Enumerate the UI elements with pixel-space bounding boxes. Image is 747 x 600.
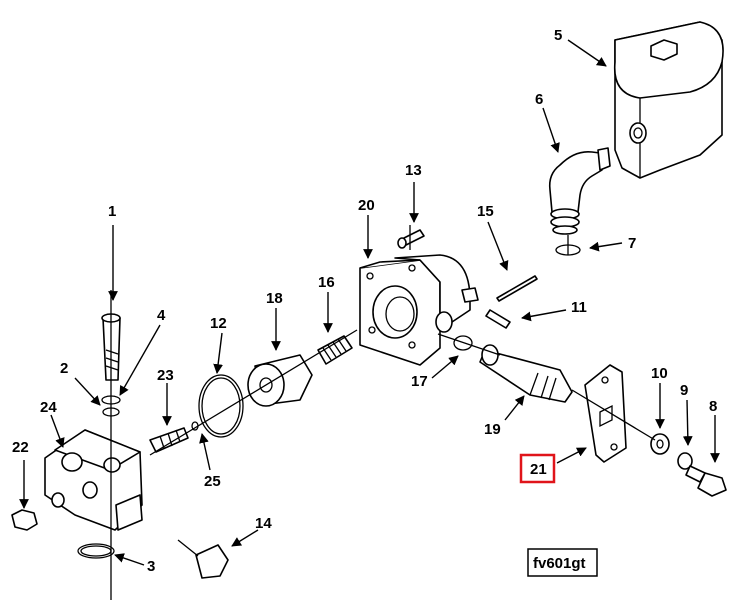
callout-6: 6 (535, 91, 543, 108)
plug (177, 539, 229, 579)
callout-25: 25 (204, 473, 221, 490)
callout-14: 14 (255, 515, 272, 532)
callout-23: 23 (157, 367, 174, 384)
flat-washer (650, 433, 670, 455)
lock-washer (677, 452, 693, 470)
callout-24: 24 (40, 399, 57, 416)
callout-3: 3 (147, 558, 155, 575)
callout-11: 11 (571, 299, 587, 316)
callout-labels: 1 2 3 4 5 6 7 8 9 10 11 12 13 14 15 16 1… (12, 27, 717, 575)
highlighted-callout[interactable]: 21 (519, 453, 556, 484)
mounting-block (44, 429, 143, 531)
elbow-fitting (548, 147, 611, 235)
o-ring-3 (77, 543, 115, 559)
spring (317, 335, 353, 365)
callout-9: 9 (680, 382, 688, 399)
assembly-axis (149, 329, 358, 456)
seal-ring (453, 335, 473, 351)
callout-20: 20 (358, 197, 375, 214)
hex-nut (11, 509, 38, 531)
callout-1: 1 (108, 203, 116, 220)
callout-12: 12 (210, 315, 227, 332)
spool (479, 344, 573, 403)
callout-2: 2 (60, 360, 68, 377)
hex-bolt (685, 465, 727, 497)
drawing-code-box: fv601gt (527, 548, 598, 577)
check-valve (149, 421, 199, 453)
callout-22: 22 (12, 439, 29, 456)
callout-5: 5 (554, 27, 562, 44)
bracket-plate (584, 364, 627, 463)
callout-21[interactable]: 21 (530, 461, 547, 478)
callout-16: 16 (318, 274, 335, 291)
solenoid-coil (613, 21, 724, 179)
callout-17: 17 (411, 373, 428, 390)
large-o-ring (198, 374, 244, 438)
drawing-code: fv601gt (533, 555, 586, 572)
small-screw (397, 229, 425, 249)
leader-lines (19, 39, 720, 566)
valve-body (359, 254, 479, 366)
highlight-box (519, 453, 556, 484)
callout-13: 13 (405, 162, 422, 179)
callout-19: 19 (484, 421, 501, 438)
callout-10: 10 (651, 365, 668, 382)
callout-4: 4 (157, 307, 166, 324)
callout-18: 18 (266, 290, 283, 307)
callout-8: 8 (709, 398, 717, 415)
dowel-pin (485, 309, 511, 329)
callout-7: 7 (628, 235, 636, 252)
callout-15: 15 (477, 203, 494, 220)
pin-long (496, 275, 538, 302)
